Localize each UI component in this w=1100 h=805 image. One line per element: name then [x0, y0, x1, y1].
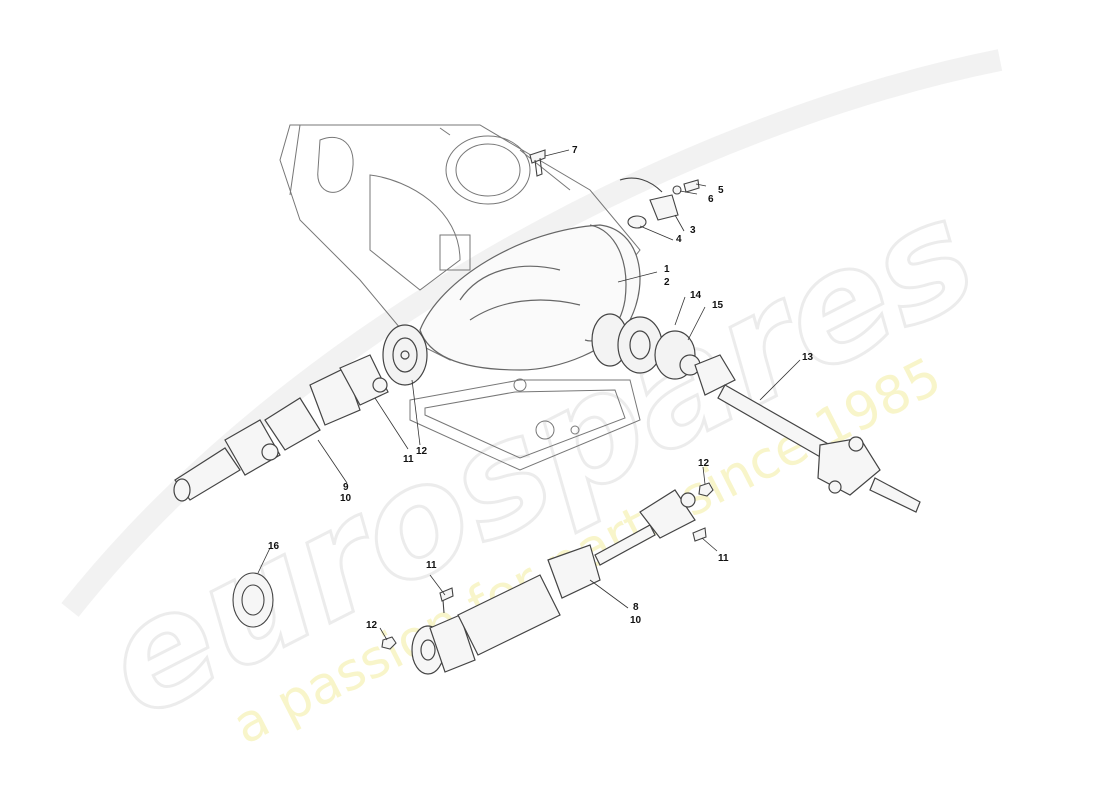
- speed-sensor: [619, 177, 679, 229]
- washer-6: [672, 185, 682, 195]
- callout-1: 1: [664, 264, 670, 275]
- nut-12-right: [698, 482, 714, 497]
- callout-13: 13: [802, 352, 814, 363]
- callout-11-lower-left: 11: [426, 560, 437, 571]
- bolt-7: [529, 149, 546, 177]
- bolt-11-lower-left: [439, 587, 454, 614]
- leader-lines: [257, 149, 801, 641]
- mounting-plate: [409, 378, 641, 471]
- callout-6: 6: [708, 194, 714, 205]
- callout-12-left: 12: [416, 446, 428, 457]
- callout-2: 2: [664, 277, 670, 288]
- callout-9: 9: [343, 482, 349, 493]
- callout-11-right: 11: [718, 553, 729, 564]
- callout-4: 4: [676, 234, 682, 245]
- bolt-11-right: [692, 527, 707, 542]
- left-propshaft: [173, 354, 389, 502]
- callout-12-right: 12: [698, 458, 710, 469]
- callout-3: 3: [690, 225, 696, 236]
- callout-10-lower: 10: [630, 615, 642, 626]
- right-output-coupling: [591, 313, 701, 380]
- right-halfshaft: [694, 354, 921, 513]
- seal-ring: [232, 572, 274, 628]
- callout-8: 8: [633, 602, 639, 613]
- subframe: [279, 124, 641, 361]
- lower-propshaft: [411, 489, 696, 675]
- callout-11-left: 11: [403, 454, 414, 465]
- callout-7: 7: [572, 145, 578, 156]
- callout-10-left: 10: [340, 493, 352, 504]
- callout-16: 16: [268, 541, 280, 552]
- nut-12-lower-left: [381, 636, 397, 650]
- callout-12-lower-left: 12: [366, 620, 378, 631]
- callout-5: 5: [718, 185, 724, 196]
- bolt-5: [683, 179, 700, 193]
- callout-15: 15: [712, 300, 724, 311]
- small-parts: [232, 149, 714, 650]
- left-output-flange: [382, 324, 428, 386]
- callout-14: 14: [690, 290, 702, 301]
